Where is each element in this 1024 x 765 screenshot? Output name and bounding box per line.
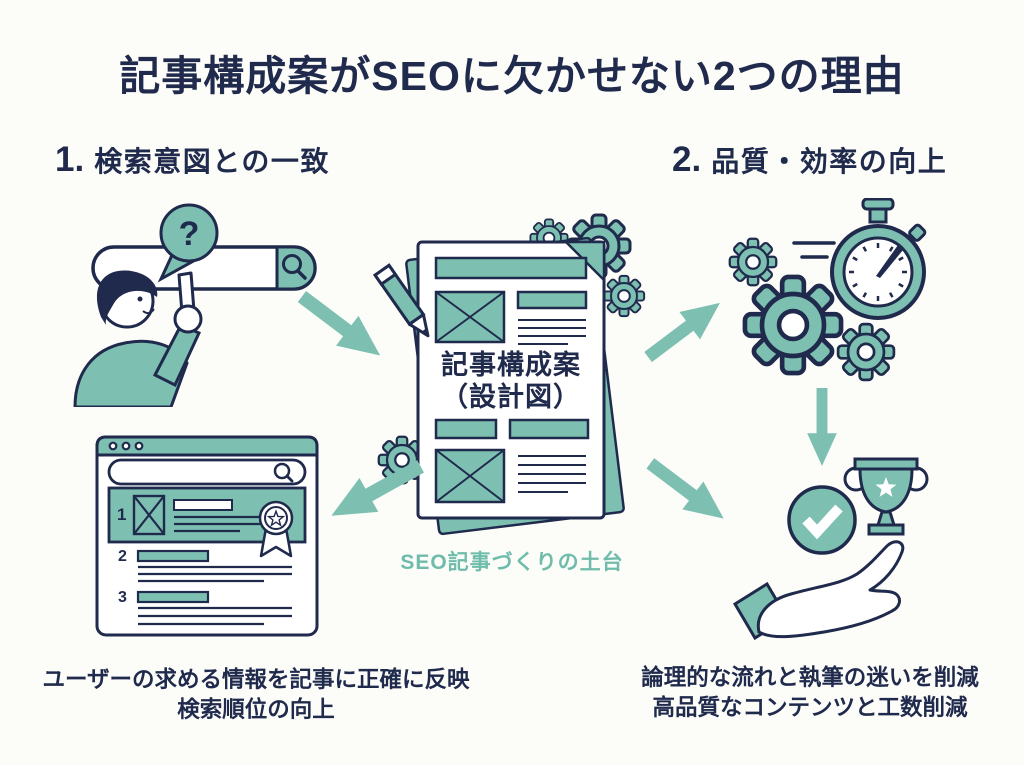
gear-icon bbox=[602, 274, 646, 318]
rank-1-label: 1 bbox=[117, 505, 126, 524]
quality-illustration bbox=[732, 457, 929, 641]
reason-1-caption-line1: ユーザーの求める情報を記事に正確に反映 bbox=[42, 667, 470, 692]
rank-3-label: 3 bbox=[118, 589, 127, 606]
document-label-line2: （設計図） bbox=[441, 381, 581, 412]
reason-2-title: 品質・効率の向上 bbox=[711, 146, 948, 177]
reason-1-heading: 1. 検索意図との一致 bbox=[55, 140, 330, 180]
question-bubble: ? bbox=[157, 203, 219, 283]
search-icon bbox=[273, 462, 294, 483]
checkmark-icon bbox=[787, 485, 857, 555]
document-page bbox=[416, 240, 606, 520]
reason-1-title: 検索意図との一致 bbox=[94, 146, 330, 177]
reason-2-caption-line2: 高品質なコンテンツと工数削減 bbox=[652, 695, 968, 721]
result-rank-3: 3 bbox=[118, 589, 292, 626]
window-dots-icon bbox=[108, 441, 144, 451]
gear-icon bbox=[836, 322, 896, 382]
reason-2-caption: 論理的な流れと執筆の迷いを削減 高品質なコンテンツと工数削減 bbox=[602, 663, 1018, 724]
search-icon bbox=[282, 254, 307, 280]
gear-icon bbox=[728, 237, 778, 287]
result-rank-1: 1 bbox=[107, 486, 307, 558]
reason-1-caption-line2: 検索順位の向上 bbox=[177, 697, 335, 723]
page-title: 記事構成案がSEOに欠かせない2つの理由 bbox=[119, 53, 905, 99]
reason-1-caption: ユーザーの求める情報を記事に正確に反映 検索順位の向上 bbox=[10, 665, 502, 726]
gear-icon bbox=[745, 277, 841, 373]
rank-2-label: 2 bbox=[118, 548, 127, 565]
stopwatch-icon bbox=[830, 198, 927, 320]
arrow-efficiency-to-quality bbox=[806, 388, 837, 466]
reason-1-number: 1. bbox=[55, 140, 85, 179]
hand-icon bbox=[732, 540, 905, 641]
document-label: 記事構成案 （設計図） bbox=[411, 350, 611, 414]
document-tagline: SEO記事づくりの土台 bbox=[400, 551, 624, 574]
reason-2-heading: 2. 品質・効率の向上 bbox=[672, 140, 947, 180]
search-results-illustration: 1 2 bbox=[95, 435, 319, 637]
person-icon bbox=[73, 270, 203, 407]
document-label-line1: 記事構成案 bbox=[441, 350, 581, 380]
reason-2-caption-line1: 論理的な流れと執筆の迷いを削減 bbox=[641, 665, 979, 690]
reason-2-number: 2. bbox=[672, 140, 702, 179]
award-ribbon-icon bbox=[258, 500, 294, 558]
efficiency-illustration bbox=[728, 198, 927, 382]
result-rank-2: 2 bbox=[118, 548, 292, 583]
pencil-icon bbox=[373, 263, 430, 338]
article-outline-illustration bbox=[373, 213, 646, 536]
trophy-icon bbox=[843, 457, 929, 536]
speed-lines-icon bbox=[792, 241, 836, 259]
question-mark-icon: ? bbox=[179, 215, 200, 253]
search-intent-illustration: ? bbox=[73, 203, 317, 407]
arrow-outline-to-quality bbox=[639, 449, 735, 534]
